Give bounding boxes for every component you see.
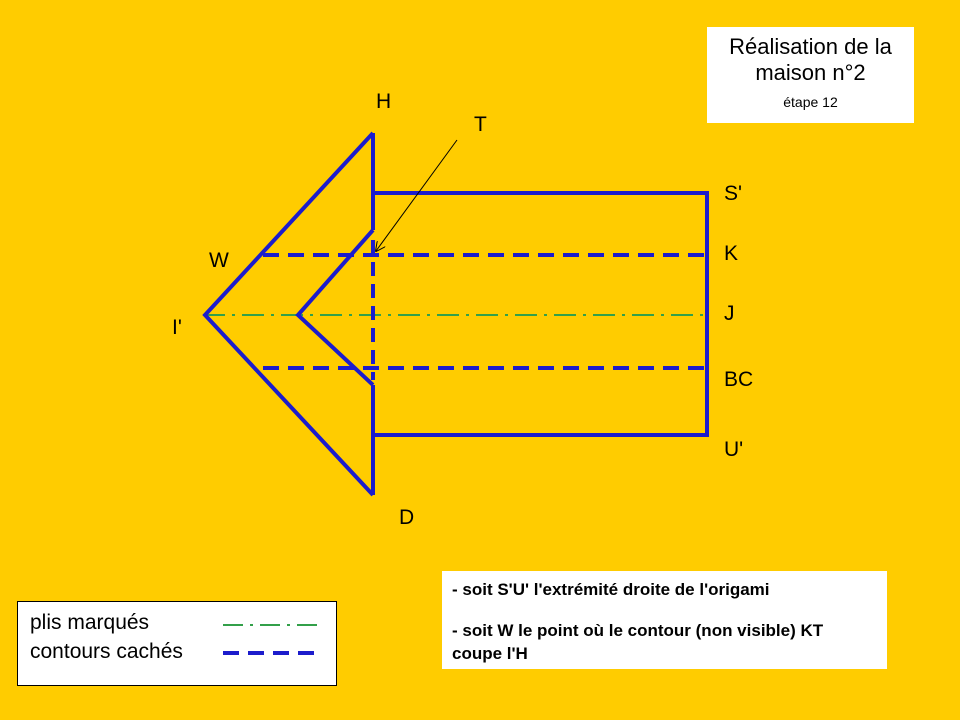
inner-contour: [295, 228, 375, 387]
note-line-1: - soit S'U' l'extrémité droite de l'orig…: [452, 580, 770, 599]
label-j: J: [724, 302, 735, 325]
title-box: Réalisation de la maison n°2 étape 12: [707, 27, 914, 123]
label-d: D: [399, 506, 414, 529]
legend-box: plis marqués contours cachés: [17, 601, 337, 686]
label-w: W: [209, 249, 229, 272]
outer-contour-h-i-d: [202, 131, 375, 497]
legend-marked-folds-label: plis marqués: [30, 611, 150, 634]
title-line-1: Réalisation de la: [729, 34, 892, 59]
label-k: K: [724, 242, 738, 265]
label-i-prime: I': [172, 316, 182, 339]
legend-hidden-swatch: [223, 651, 323, 655]
legend-fold-swatch: [223, 624, 323, 626]
rectangle-contour-s-u: [373, 191, 709, 437]
legend-hidden-contours-label: contours cachés: [30, 640, 183, 663]
step-label: étape 12: [783, 94, 838, 110]
arrow-t: [376, 139, 458, 251]
title-line-2: maison n°2: [755, 60, 866, 85]
notes-box: - soit S'U' l'extrémité droite de l'orig…: [442, 571, 887, 669]
label-bc: BC: [724, 368, 753, 391]
label-s-prime: S': [724, 182, 742, 205]
note-line-2: - soit W le point où le contour (non vis…: [452, 621, 824, 663]
label-t: T: [474, 113, 487, 136]
label-h: H: [376, 90, 391, 113]
label-u-prime: U': [724, 438, 743, 461]
